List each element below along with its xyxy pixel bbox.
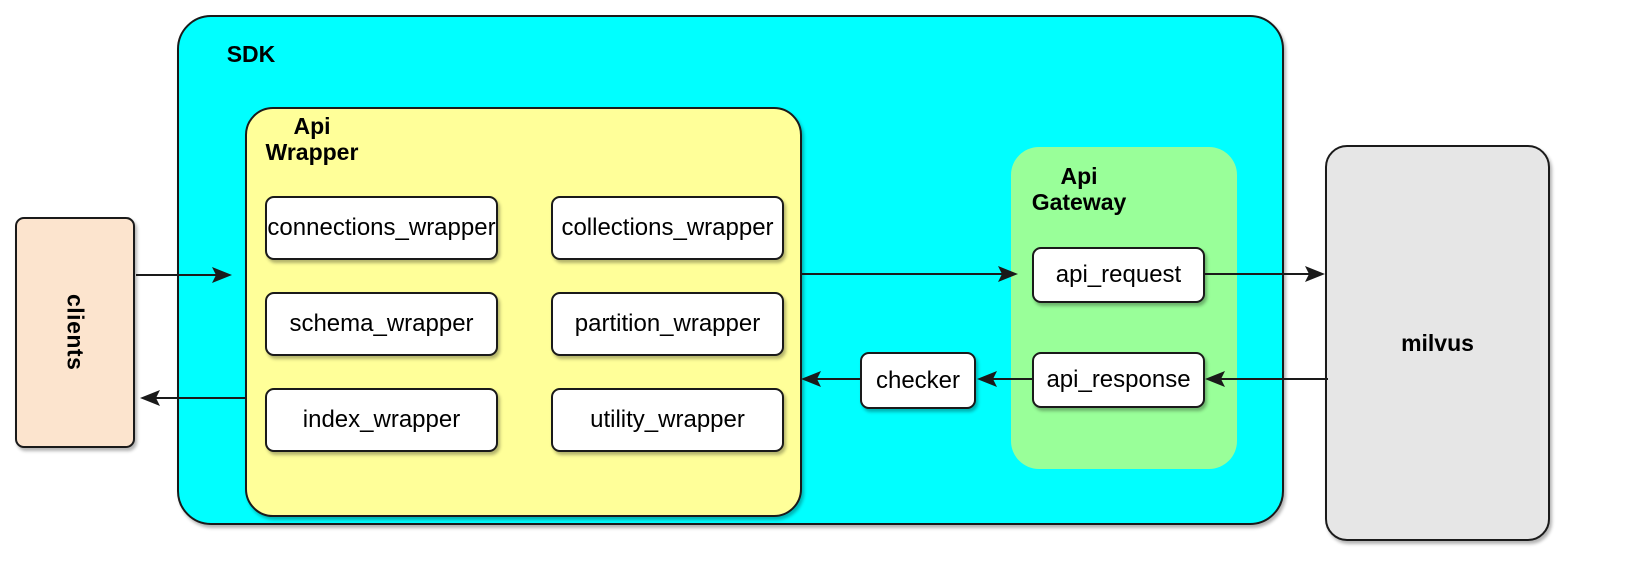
node-label: milvus	[1401, 329, 1474, 356]
node-index-wrapper[interactable]: index_wrapper	[265, 388, 498, 452]
node-label: checker	[875, 366, 961, 394]
node-collections-wrapper[interactable]: collections_wrapper	[551, 196, 784, 260]
region-api-gateway[interactable]	[1011, 147, 1237, 469]
node-connections-wrapper[interactable]: connections_wrapper	[265, 196, 498, 260]
node-label: collections_wrapper	[561, 214, 774, 241]
node-utility-wrapper[interactable]: utility_wrapper	[551, 388, 784, 452]
node-partition-wrapper[interactable]: partition_wrapper	[551, 292, 784, 356]
node-schema-wrapper[interactable]: schema_wrapper	[265, 292, 498, 356]
node-api-response[interactable]: api_response	[1032, 352, 1205, 408]
node-checker[interactable]: checker	[860, 352, 976, 409]
node-label: partition_wrapper	[574, 310, 761, 337]
node-api-request[interactable]: api_request	[1032, 247, 1205, 303]
node-clients[interactable]: clients	[15, 217, 135, 448]
node-label: utility_wrapper	[590, 406, 745, 433]
node-label: api_request	[1055, 261, 1182, 288]
node-label: api_response	[1046, 366, 1191, 393]
node-label: clients	[62, 294, 89, 371]
node-label: connections_wrapper	[267, 214, 496, 241]
node-label: schema_wrapper	[289, 310, 474, 337]
node-label: index_wrapper	[302, 406, 461, 433]
node-milvus[interactable]: milvus	[1325, 145, 1550, 541]
